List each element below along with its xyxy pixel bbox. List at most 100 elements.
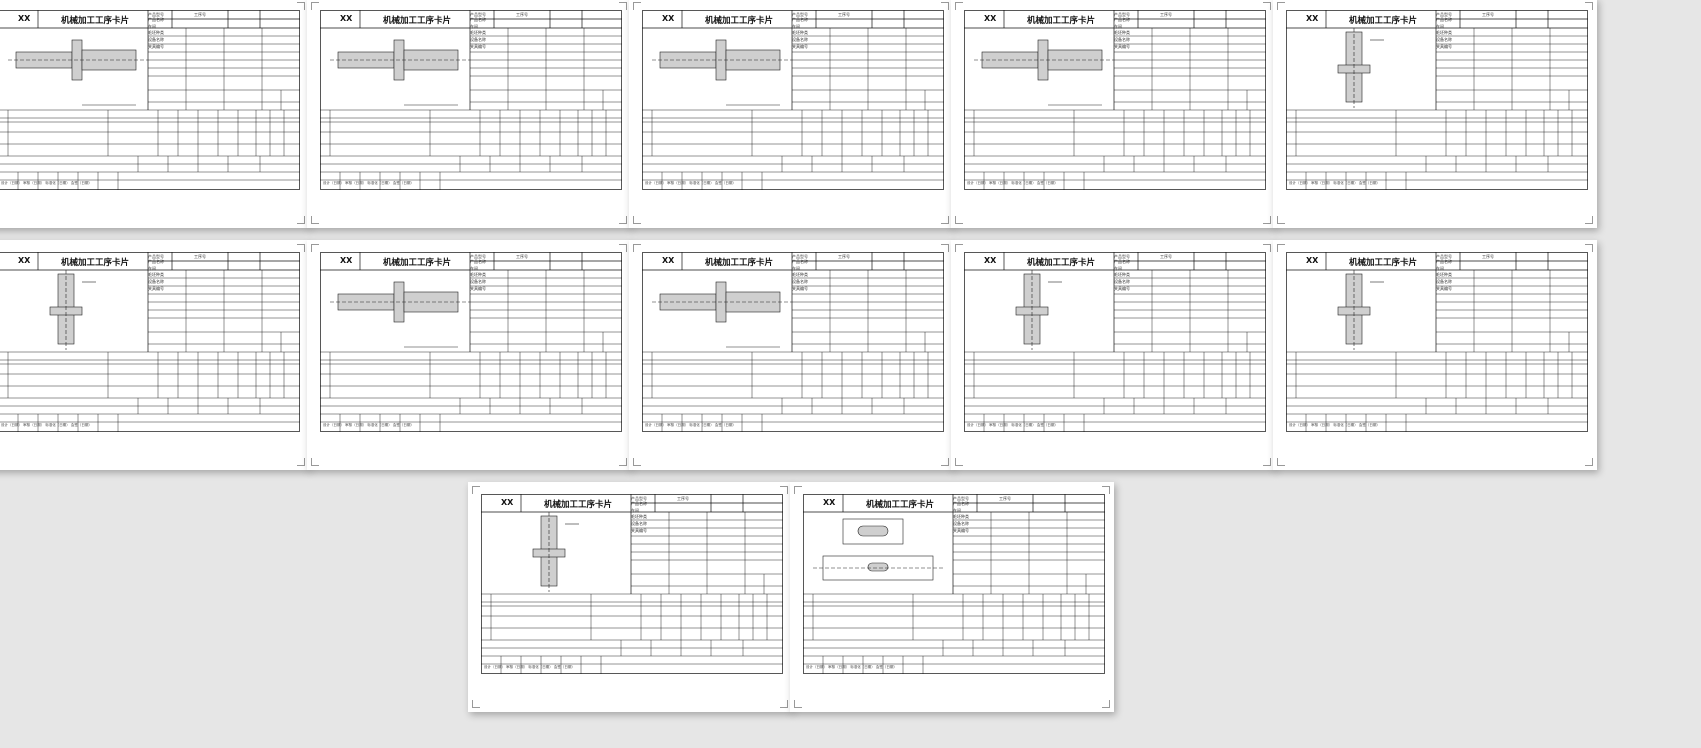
info-label: 夹具编号 <box>1114 44 1130 50</box>
crop-mark <box>941 216 949 224</box>
card-title: 机械加工工序卡片 <box>866 500 935 510</box>
header-label: 产品型号 <box>1114 12 1130 17</box>
header-labels: 产品型号产品名称车间毛坯种类设备名称夹具编号 <box>792 254 808 292</box>
product-id: XX <box>984 14 997 23</box>
info-label: 设备名称 <box>631 521 647 527</box>
card-title: 机械加工工序卡片 <box>705 258 774 268</box>
page-5[interactable]: XX 机械加工工序卡片 产品型号产品名称车间毛坯种类设备名称夹具编号 工序号 设… <box>1273 0 1597 228</box>
seq-label: 工序号 <box>838 254 850 259</box>
crop-mark <box>311 244 319 252</box>
info-label: 夹具编号 <box>470 44 486 50</box>
info-label: 车间 <box>470 265 478 271</box>
page-10[interactable]: XX 机械加工工序卡片 产品型号产品名称车间毛坯种类设备名称夹具编号 工序号 设… <box>1273 240 1597 470</box>
page-1[interactable]: XX 机械加工工序卡片 产品型号产品名称车间毛坯种类设备名称夹具编号 工序号 设… <box>0 0 309 228</box>
footer-labels: 设计（日期） 审核（日期） 标准化（日期） 会签（日期） <box>967 423 1058 427</box>
header-labels: 产品型号产品名称车间毛坯种类设备名称夹具编号 <box>792 12 808 50</box>
card-grid <box>320 252 622 432</box>
info-label: 毛坯种类 <box>470 272 486 278</box>
crop-mark <box>955 2 963 10</box>
footer-labels: 设计（日期） 审核（日期） 标准化（日期） 会签（日期） <box>967 181 1058 185</box>
header-label: 产品名称 <box>148 259 164 265</box>
info-label: 夹具编号 <box>148 286 164 292</box>
footer-labels: 设计（日期） 审核（日期） 标准化（日期） 会签（日期） <box>1289 423 1380 427</box>
page-8[interactable]: XX 机械加工工序卡片 产品型号产品名称车间毛坯种类设备名称夹具编号 工序号 设… <box>629 240 953 470</box>
crop-mark <box>780 486 788 494</box>
crop-mark <box>941 2 949 10</box>
crop-mark <box>633 216 641 224</box>
crop-mark <box>297 244 305 252</box>
info-label: 毛坯种类 <box>792 272 808 278</box>
header-label: 产品名称 <box>1436 17 1452 23</box>
crop-mark <box>619 2 627 10</box>
crop-mark <box>1263 244 1271 252</box>
seq-label: 工序号 <box>1482 12 1494 17</box>
header-label: 产品型号 <box>470 254 486 259</box>
header-label: 产品型号 <box>953 496 969 501</box>
card-grid <box>0 252 300 432</box>
crop-mark <box>780 700 788 708</box>
crop-mark <box>297 216 305 224</box>
page-3[interactable]: XX 机械加工工序卡片 产品型号产品名称车间毛坯种类设备名称夹具编号 工序号 设… <box>629 0 953 228</box>
process-card: XX 机械加工工序卡片 产品型号产品名称车间毛坯种类设备名称夹具编号 工序号 设… <box>642 10 944 190</box>
part-sketch <box>652 39 792 106</box>
process-card: XX 机械加工工序卡片 产品型号产品名称车间毛坯种类设备名称夹具编号 工序号 设… <box>481 494 783 674</box>
process-card: XX 机械加工工序卡片 产品型号产品名称车间毛坯种类设备名称夹具编号 工序号 设… <box>320 10 622 190</box>
info-label: 设备名称 <box>792 37 808 43</box>
card-title: 机械加工工序卡片 <box>383 258 452 268</box>
crop-mark <box>619 458 627 466</box>
header-label: 产品型号 <box>1436 12 1452 17</box>
product-id: XX <box>340 256 353 265</box>
card-title: 机械加工工序卡片 <box>61 258 130 268</box>
header-labels: 产品型号产品名称车间毛坯种类设备名称夹具编号 <box>1436 254 1452 292</box>
page-9[interactable]: XX 机械加工工序卡片 产品型号产品名称车间毛坯种类设备名称夹具编号 工序号 设… <box>951 240 1275 470</box>
crop-mark <box>633 2 641 10</box>
card-grid <box>803 494 1105 674</box>
info-label: 夹具编号 <box>148 44 164 50</box>
info-label: 车间 <box>470 23 478 29</box>
header-label: 产品名称 <box>470 259 486 265</box>
card-grid <box>642 10 944 190</box>
page-12[interactable]: XX 机械加工工序卡片 产品型号产品名称车间毛坯种类设备名称夹具编号 工序号 设… <box>790 482 1114 712</box>
part-sketch <box>532 512 579 592</box>
product-id: XX <box>662 256 675 265</box>
page-11[interactable]: XX 机械加工工序卡片 产品型号产品名称车间毛坯种类设备名称夹具编号 工序号 设… <box>468 482 792 712</box>
part-sketch <box>652 281 792 348</box>
header-label: 产品型号 <box>148 254 164 259</box>
info-label: 毛坯种类 <box>148 30 164 36</box>
crop-mark <box>1277 2 1285 10</box>
info-label: 设备名称 <box>470 37 486 43</box>
seq-label: 工序号 <box>194 12 206 17</box>
info-label: 车间 <box>953 507 961 513</box>
crop-mark <box>311 458 319 466</box>
info-label: 夹具编号 <box>631 528 647 534</box>
card-grid <box>0 10 300 190</box>
seq-label: 工序号 <box>1160 254 1172 259</box>
info-label: 车间 <box>148 265 156 271</box>
seq-label: 工序号 <box>1482 254 1494 259</box>
crop-mark <box>619 216 627 224</box>
info-label: 车间 <box>631 507 639 513</box>
info-label: 车间 <box>792 265 800 271</box>
page-7[interactable]: XX 机械加工工序卡片 产品型号产品名称车间毛坯种类设备名称夹具编号 工序号 设… <box>307 240 631 470</box>
page-4[interactable]: XX 机械加工工序卡片 产品型号产品名称车间毛坯种类设备名称夹具编号 工序号 设… <box>951 0 1275 228</box>
card-title: 机械加工工序卡片 <box>1349 258 1418 268</box>
product-id: XX <box>1306 14 1319 23</box>
crop-mark <box>472 486 480 494</box>
part-sketch <box>1337 28 1384 108</box>
crop-mark <box>1277 244 1285 252</box>
page-2[interactable]: XX 机械加工工序卡片 产品型号产品名称车间毛坯种类设备名称夹具编号 工序号 设… <box>307 0 631 228</box>
page-6[interactable]: XX 机械加工工序卡片 产品型号产品名称车间毛坯种类设备名称夹具编号 工序号 设… <box>0 240 309 470</box>
header-label: 产品型号 <box>1114 254 1130 259</box>
crop-mark <box>955 458 963 466</box>
header-label: 产品名称 <box>631 501 647 507</box>
crop-mark <box>1102 486 1110 494</box>
seq-label: 工序号 <box>1160 12 1172 17</box>
part-sketch <box>330 281 470 348</box>
info-label: 车间 <box>1114 23 1122 29</box>
info-label: 夹具编号 <box>953 528 969 534</box>
info-label: 设备名称 <box>148 37 164 43</box>
info-label: 车间 <box>792 23 800 29</box>
footer-labels: 设计（日期） 审核（日期） 标准化（日期） 会签（日期） <box>645 181 736 185</box>
crop-mark <box>297 458 305 466</box>
crop-mark <box>1102 700 1110 708</box>
